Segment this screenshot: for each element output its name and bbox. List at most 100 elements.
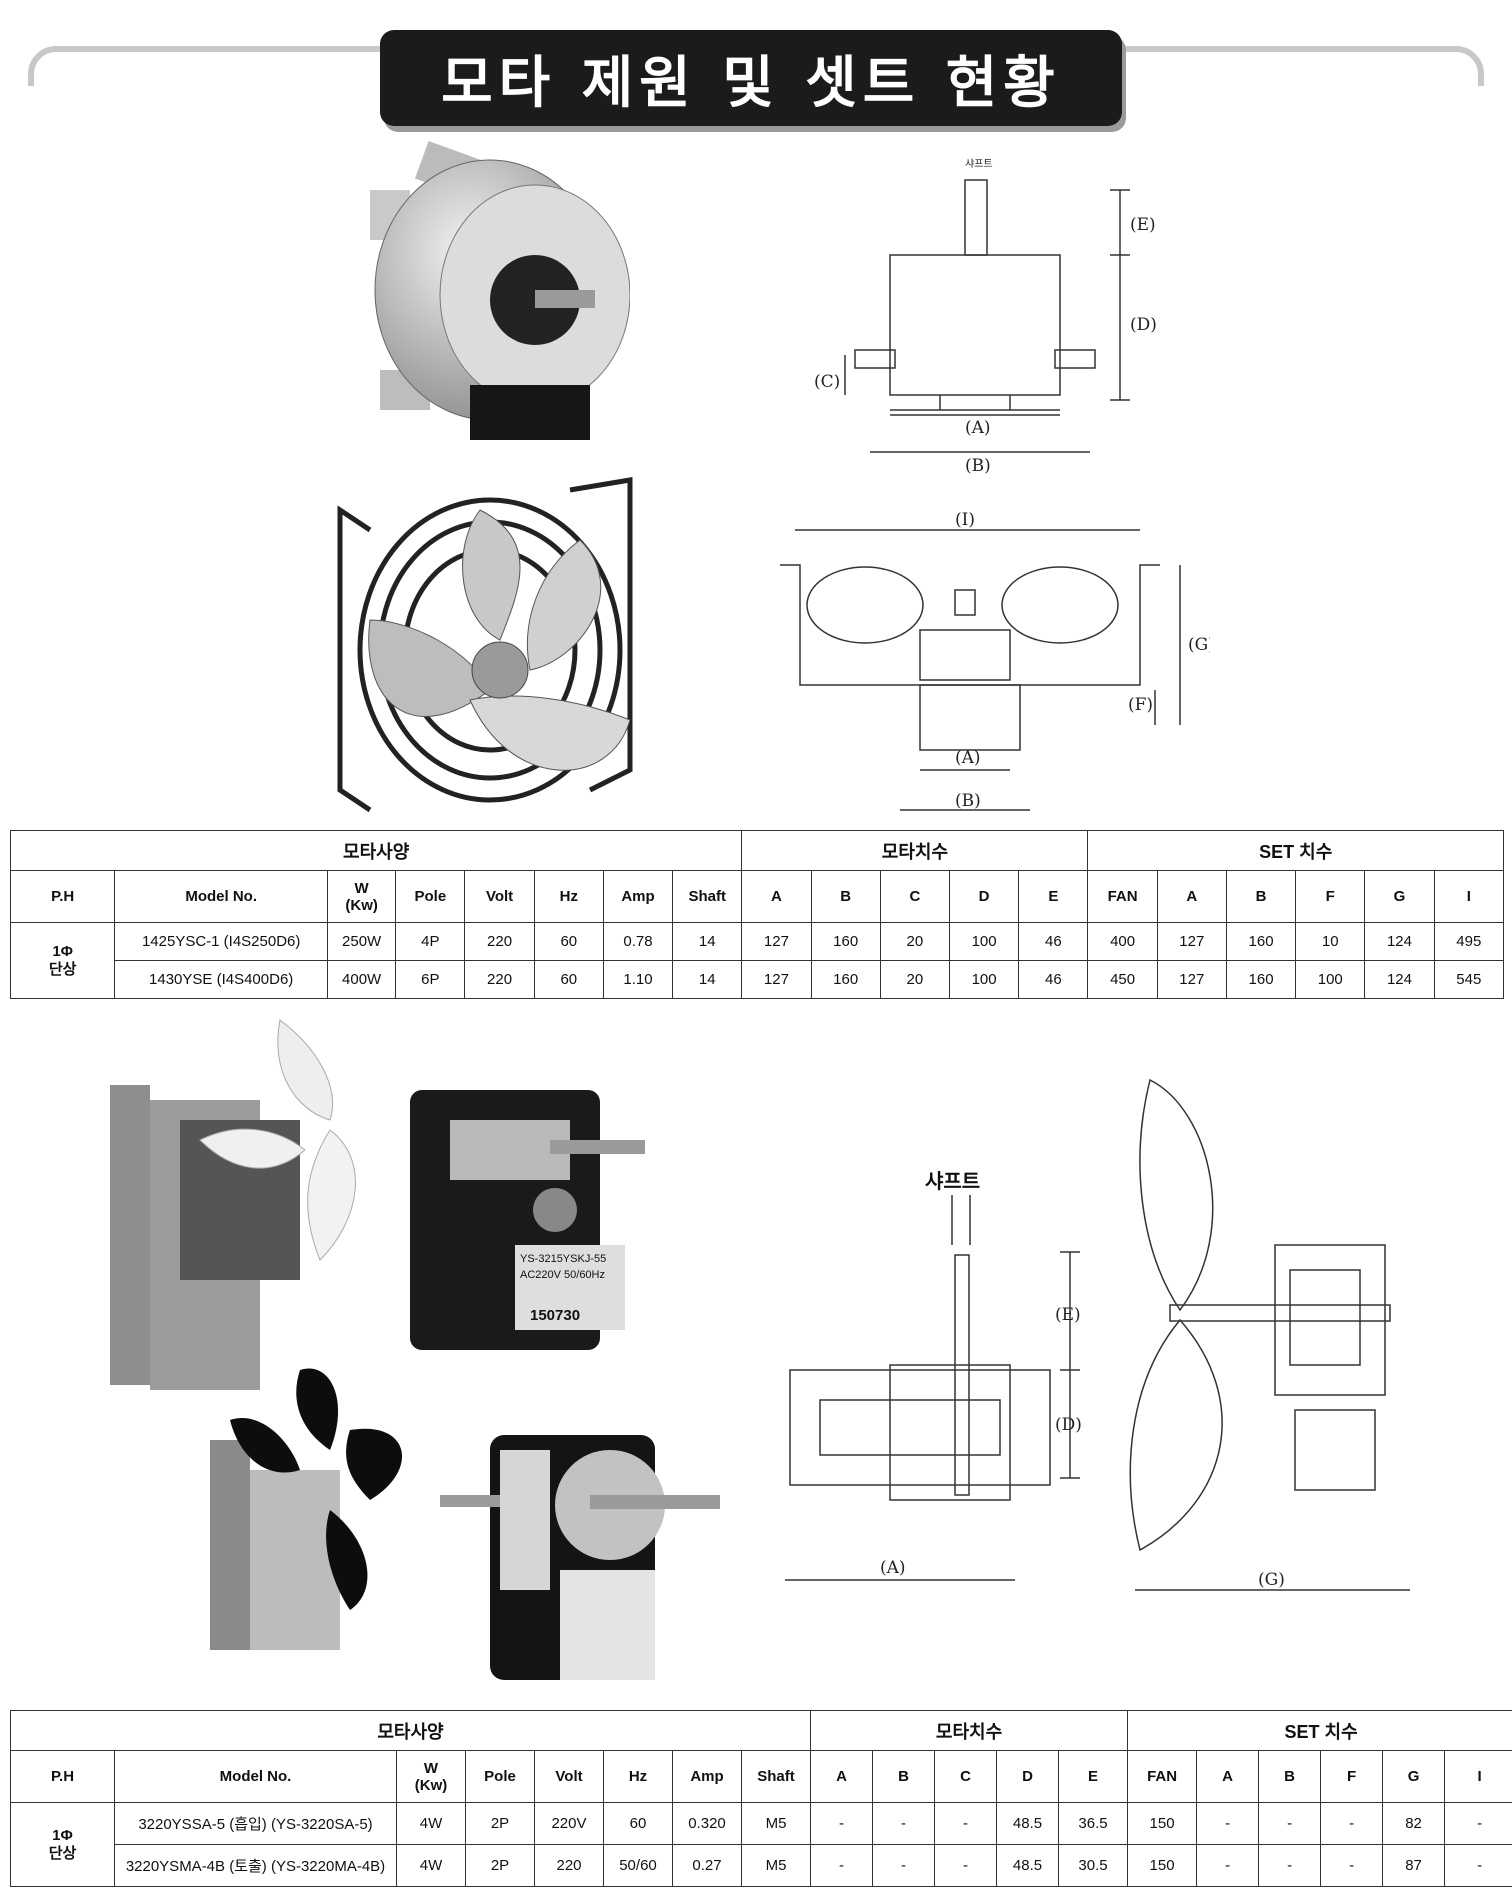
cell: 100: [948, 922, 1020, 961]
dim-label-b-set: (B): [955, 791, 981, 811]
cell: -: [810, 1844, 873, 1887]
cell: 127: [1156, 960, 1227, 999]
cell: 124: [1364, 960, 1435, 999]
col-set-b: B: [1258, 1750, 1322, 1803]
col-amp: Amp: [602, 870, 674, 923]
col-hz: Hz: [533, 870, 604, 923]
motor-dimension-drawing: 샤프트 (E) (D) (C) (A) (B): [814, 158, 1157, 476]
col-c: C: [879, 870, 950, 923]
shaft-label-large: 샤프트: [925, 1169, 980, 1193]
col-set-b: B: [1225, 870, 1297, 923]
cell: 124: [1364, 922, 1435, 961]
cell: 400: [1087, 922, 1158, 961]
motor-photo-large: [370, 140, 630, 440]
group-motor-dimensions-2: 모타치수: [809, 1710, 1129, 1751]
cell: 100: [948, 960, 1020, 999]
dim-label-c: (C): [814, 372, 840, 392]
col-pole: Pole: [395, 870, 466, 923]
cell: 0.320: [672, 1802, 742, 1845]
cell: 20: [879, 960, 950, 999]
cell: 127: [741, 960, 812, 999]
table-row: 1Φ 단상 1425YSC-1 (I4S250D6) 250W 4P 220 6…: [9, 922, 1505, 999]
cell: 100: [1295, 960, 1366, 999]
cell: -: [1320, 1844, 1384, 1887]
col-fan: FAN: [1127, 1750, 1198, 1803]
col-set-a: A: [1156, 870, 1227, 923]
col-watt: W (Kw): [327, 870, 397, 923]
group-motor-spec: 모타사양: [9, 830, 743, 871]
col-set-i: I: [1444, 1750, 1512, 1803]
fan-set-dimension-drawing: (G): [1129, 1078, 1410, 1591]
cell: 20: [879, 922, 950, 961]
cell: M5: [741, 1844, 811, 1887]
cell: 30.5: [1057, 1844, 1129, 1887]
col-set-g: G: [1382, 1750, 1446, 1803]
col-amp: Amp: [672, 1750, 742, 1803]
cell: 14: [672, 922, 743, 961]
col-d: D: [996, 1750, 1059, 1803]
cell: -: [1196, 1844, 1260, 1887]
col-volt: Volt: [534, 1750, 604, 1803]
cell: -: [872, 1802, 935, 1845]
shaft-label-small: 샤프트: [965, 158, 993, 170]
col-c: C: [934, 1750, 997, 1803]
col-set-f: F: [1320, 1750, 1384, 1803]
spec-table-2: 모타사양 모타치수 SET 치수 P.H Model No. W (Kw) Po…: [10, 1710, 1512, 1887]
col-e: E: [1018, 870, 1089, 923]
motor-nameplate-line2: AC220V 50/60Hz: [520, 1269, 605, 1281]
col-d: D: [948, 870, 1020, 923]
col-b: B: [810, 870, 881, 923]
cell: 127: [1156, 922, 1227, 961]
evaporator-fan-photo-black: [210, 1368, 403, 1650]
table-row: 3220YSMA-4B (토출) (YS-3220MA-4B) 4W 2P 22…: [11, 1844, 1512, 1887]
col-a: A: [810, 1750, 873, 1803]
col-ph: P.H: [10, 1750, 115, 1803]
set-dimension-drawing: (I) (G) (F) (A) (B): [780, 510, 1210, 811]
shaded-pole-motor-photo: YS-3215YSKJ-55 AC220V 50/60Hz 150730: [410, 1090, 645, 1350]
cell: -: [1258, 1844, 1322, 1887]
col-ph: P.H: [9, 870, 116, 923]
cell: 48.5: [996, 1802, 1059, 1845]
spec-table-1: 모타사양 모타치수 SET 치수 P.H Model No. W (Kw) Po…: [9, 830, 1505, 999]
cell: 150: [1127, 1802, 1198, 1845]
col-hz: Hz: [603, 1750, 673, 1803]
dim-label-g-fan: (G): [1258, 1570, 1285, 1590]
dim-label-a-set: (A): [955, 748, 981, 768]
cell: 36.5: [1057, 1802, 1129, 1845]
col-set-g: G: [1364, 870, 1435, 923]
col-watt: W (Kw): [396, 1750, 466, 1803]
ph-cell: 1Φ 단상: [9, 922, 116, 999]
ph-cell: 1Φ 단상: [10, 1802, 115, 1887]
cell: 220V: [534, 1802, 604, 1845]
cell: -: [1258, 1802, 1322, 1845]
cell: 4W: [396, 1844, 466, 1887]
cell: -: [934, 1844, 997, 1887]
cell: -: [934, 1802, 997, 1845]
col-e: E: [1057, 1750, 1129, 1803]
cell: 220: [464, 960, 535, 999]
evaporator-fan-photo-white: [110, 1019, 356, 1390]
cell: 160: [1225, 960, 1297, 999]
cell: 2P: [465, 1844, 535, 1887]
col-pole: Pole: [465, 1750, 535, 1803]
col-shaft: Shaft: [672, 870, 743, 923]
group-motor-dimensions: 모타치수: [741, 830, 1089, 871]
cell: 2P: [465, 1802, 535, 1845]
group-motor-spec-2: 모타사양: [10, 1710, 811, 1751]
cell: 400W: [327, 960, 397, 999]
cell: 3220YSSA-5 (흡입) (YS-3220SA-5): [114, 1802, 397, 1845]
shaded-motor-dimension-drawing: 샤프트 (E) (D) (A): [785, 1169, 1082, 1581]
col-b: B: [872, 1750, 935, 1803]
group-set-dimensions: SET 치수: [1087, 830, 1504, 871]
col-volt: Volt: [464, 870, 535, 923]
dim-label-f: (F): [1128, 695, 1153, 715]
cell: 0.27: [672, 1844, 742, 1887]
dim-label-d-small: (D): [1055, 1415, 1082, 1435]
cell: 545: [1433, 960, 1505, 999]
col-set-a: A: [1196, 1750, 1260, 1803]
group-set-dimensions-2: SET 치수: [1127, 1710, 1512, 1751]
dim-label-d: (D): [1130, 315, 1157, 335]
page-title-banner: 모타 제원 및 셋트 현황: [380, 30, 1122, 126]
col-model: Model No.: [114, 1750, 397, 1803]
cell: 160: [1225, 922, 1297, 961]
